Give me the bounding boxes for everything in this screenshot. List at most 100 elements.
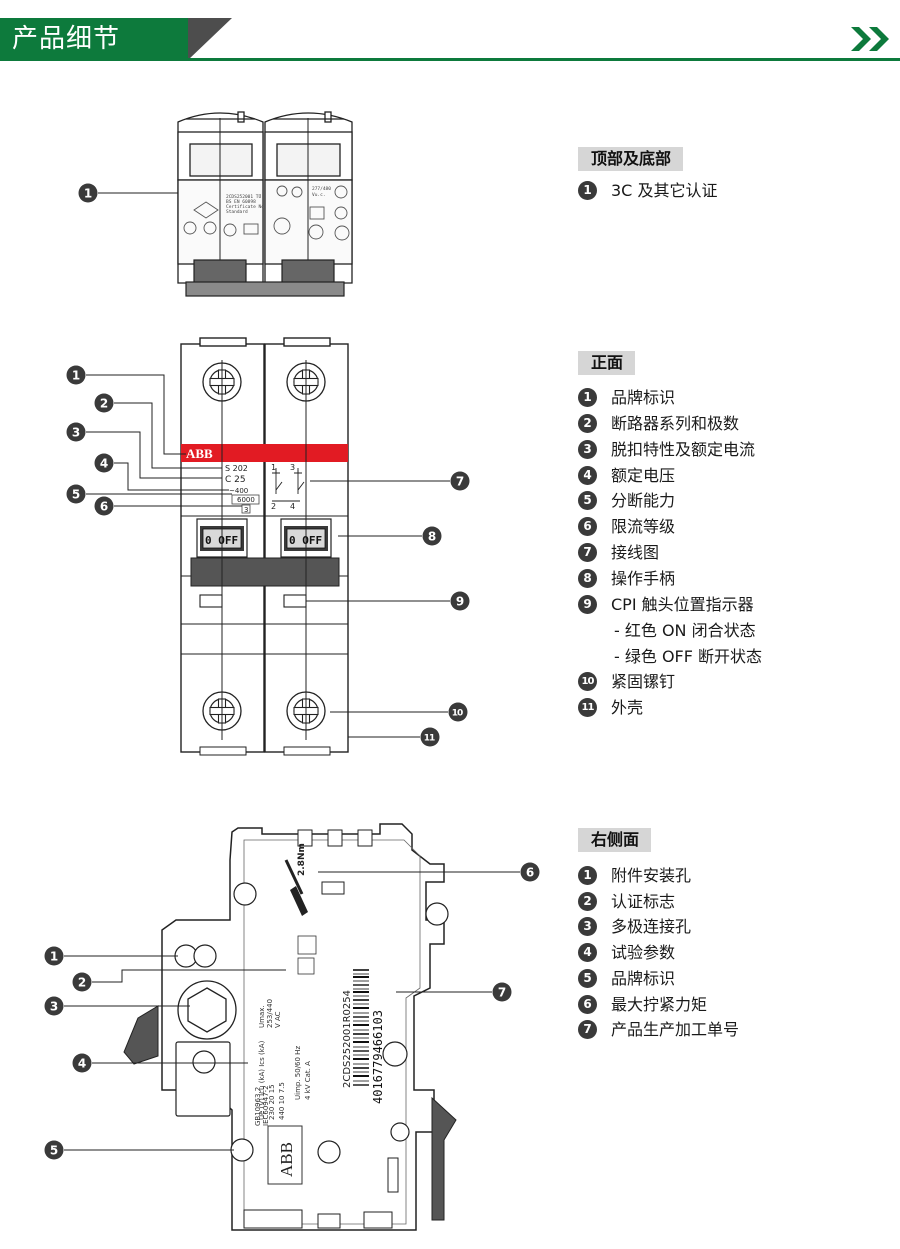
side-right-callouts: 6 7 <box>492 862 540 1002</box>
double-chevron-right-icon[interactable] <box>848 24 894 54</box>
number-badge: 2 <box>578 891 597 911</box>
limiting-class-label: 3 <box>244 506 248 514</box>
number-badge: 7 <box>578 1019 597 1039</box>
list-item-text: 接线图 <box>611 543 660 562</box>
callout-label: 8 <box>428 530 436 544</box>
number-badge: 8 <box>578 568 597 588</box>
list-item: 9 CPI 触头位置指示器 <box>578 593 754 617</box>
list-item: 5 品牌标识 <box>578 967 675 991</box>
list-item-text: 品牌标识 <box>611 969 676 988</box>
cert-text-line: Vu.c. <box>312 192 326 198</box>
number-badge: 11 <box>578 697 597 717</box>
list-item-text: 品牌标识 <box>611 388 676 407</box>
front-left-callouts: 1 2 3 4 5 6 <box>66 365 114 516</box>
list-item-text: CPI 触头位置指示器 <box>611 595 754 614</box>
section-title-right-side: 右侧面 <box>578 828 652 852</box>
callout-label: 10 <box>452 709 463 719</box>
callout-label: 4 <box>100 457 108 471</box>
callout-label: 9 <box>456 595 464 609</box>
front-view-figure: ABB S 202 C 25 ~400 6000 3 1 3 2 4 <box>66 337 470 756</box>
list-item: 3 多极连接孔 <box>578 915 691 939</box>
torque-label: 2.8Nm <box>297 843 307 876</box>
terminal-label: 3 <box>290 463 295 472</box>
list-item-text: 最大拧紧力矩 <box>611 995 708 1014</box>
screwdriver-icon <box>284 859 308 916</box>
callout-label: 1 <box>50 950 58 964</box>
series-label: S 202 <box>225 464 248 473</box>
table-line: 440 10 7.5 <box>278 1082 286 1120</box>
terminal-label: 4 <box>290 502 295 511</box>
number-badge: 9 <box>578 594 597 614</box>
list-item: 6 限流等级 <box>578 515 675 539</box>
number-badge: 1 <box>578 387 597 407</box>
list-item-text: 3C 及其它认证 <box>611 181 718 200</box>
list-item-text: 多极连接孔 <box>611 917 692 936</box>
cert-line: IEC60947-2 <box>262 1085 270 1126</box>
list-item: 1 附件安装孔 <box>578 864 691 888</box>
terminal-label: 1 <box>271 463 276 472</box>
number-badge: 5 <box>578 968 597 988</box>
list-item: 4 试验参数 <box>578 941 675 965</box>
list-item: 11 外壳 <box>578 696 643 720</box>
callout-label: 4 <box>78 1057 86 1071</box>
spec-line: Umax. <box>258 1005 266 1028</box>
callout-label: 6 <box>526 866 534 880</box>
test-line: Uimp. 50/60 Hz <box>294 1046 302 1100</box>
list-item: 1 品牌标识 <box>578 386 675 410</box>
list-item-text: 试验参数 <box>611 943 676 962</box>
cert-text-line: 2CDS252001 TÜ <box>226 193 262 200</box>
page-title: 产品细节 <box>0 18 188 60</box>
side-left-callouts: 1 2 3 4 5 <box>44 946 92 1160</box>
number-badge: 6 <box>578 516 597 536</box>
table-line: Ue (V) Icu (kA) Ics (kA) <box>258 1040 266 1120</box>
header-wedge <box>188 18 232 60</box>
sub-item-on: - 红色 ON 闭合状态 <box>614 621 756 640</box>
list-item-text: 断路器系列和极数 <box>611 414 740 433</box>
callout-label: 1 <box>72 369 80 383</box>
list-item: 2 认证标志 <box>578 890 675 914</box>
callout-label: 3 <box>50 1000 58 1014</box>
list-item: 1 3C 及其它认证 <box>578 179 717 203</box>
callout-label: 7 <box>498 986 506 1000</box>
number-badge: 1 <box>578 865 597 885</box>
wiring-diagram <box>272 468 305 502</box>
callout-label: 5 <box>50 1144 58 1158</box>
number-badge: 3 <box>578 916 597 936</box>
list-item-text: 附件安装孔 <box>611 866 692 885</box>
number-badge: 6 <box>578 994 597 1014</box>
number-badge: 7 <box>578 542 597 562</box>
top-view-figure: 1 2CDS252001 TÜ BS EN 60898 Certificate … <box>78 111 353 297</box>
sub-item-off: - 绿色 OFF 断开状态 <box>614 647 763 666</box>
number-badge: 3 <box>578 439 597 459</box>
number-badge: 10 <box>578 671 597 691</box>
breaking-capacity-label: 6000 <box>237 496 255 504</box>
callout-label: 6 <box>100 500 108 514</box>
callout-label: 11 <box>424 734 435 744</box>
section-title-front: 正面 <box>578 351 636 375</box>
list-item-text: 限流等级 <box>611 517 676 536</box>
cert-text-line: 277/480 <box>312 186 331 192</box>
list-item-text: 外壳 <box>611 698 644 717</box>
number-badge: 1 <box>578 180 597 200</box>
number-badge: 2 <box>578 413 597 433</box>
callout-label: 7 <box>456 475 464 489</box>
abb-logo: ABB <box>277 1142 296 1177</box>
list-item: 2 断路器系列和极数 <box>578 412 739 436</box>
front-right-callouts: 7 8 9 10 11 <box>420 471 470 747</box>
list-item-text: 分断能力 <box>611 491 676 510</box>
spec-line: 253/440 <box>266 999 274 1028</box>
cert-line: GB10963.2 <box>254 1087 262 1126</box>
table-line: 230 20 15 <box>268 1084 276 1120</box>
callout-label: 2 <box>78 976 86 990</box>
list-item-text: 认证标志 <box>611 892 676 911</box>
number-badge: 4 <box>578 942 597 962</box>
ean-text: 4016779466103 <box>371 1010 385 1104</box>
number-badge: 5 <box>578 490 597 510</box>
cert-text-line: Standard <box>226 209 248 215</box>
abb-logo: ABB <box>186 446 213 461</box>
barcode-text: 2CDS252001R0254 <box>342 990 353 1088</box>
